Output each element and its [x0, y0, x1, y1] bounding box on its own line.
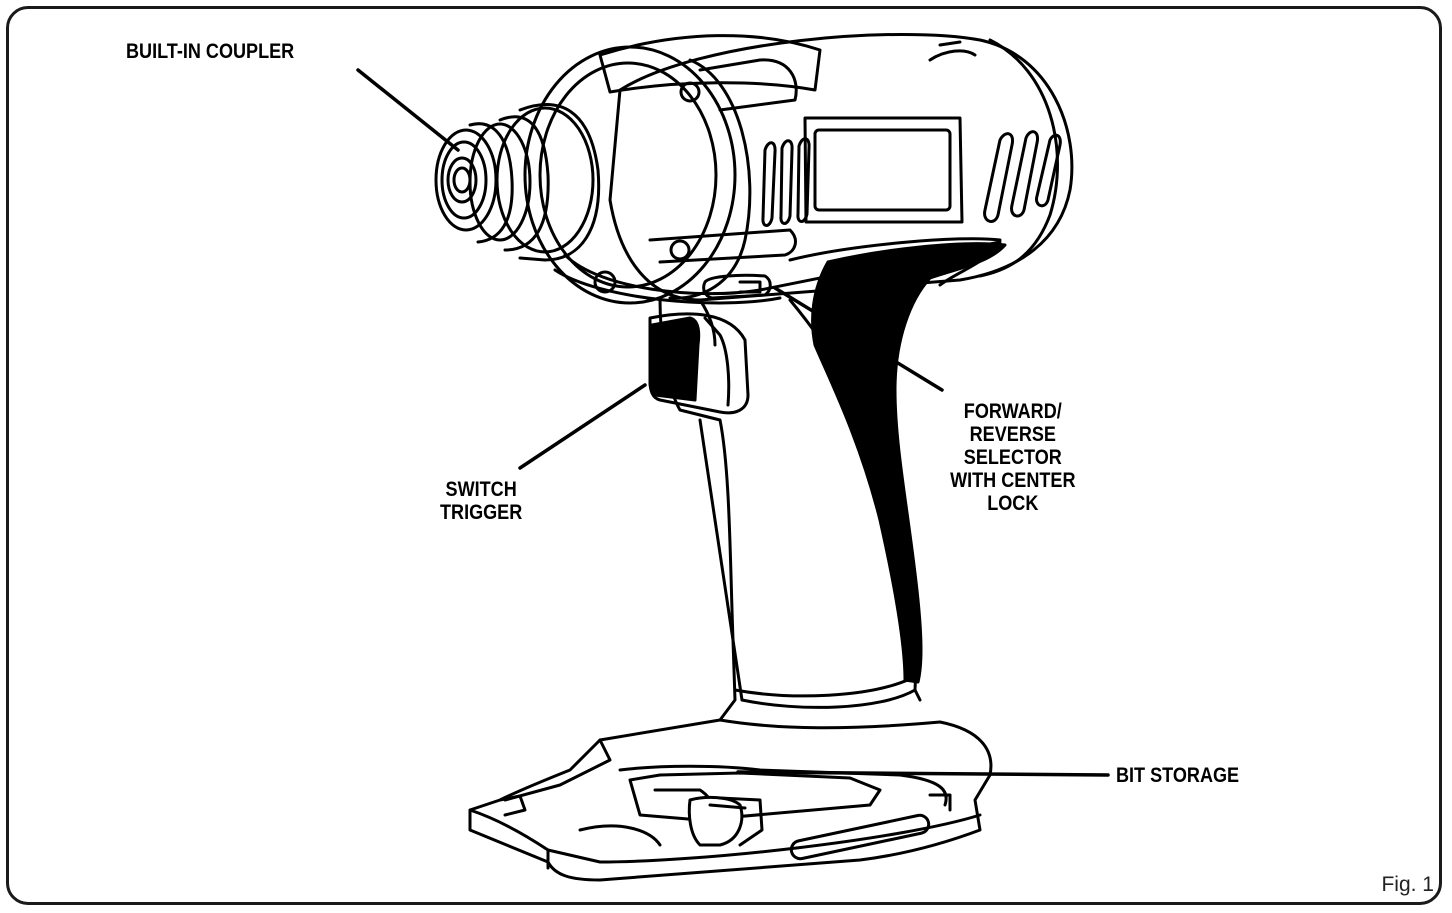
- label-selector-line-2: REVERSE: [969, 423, 1056, 446]
- figure-frame: [6, 6, 1442, 905]
- label-selector-line-3: SELECTOR: [963, 446, 1062, 469]
- leader-coupler: [356, 68, 460, 152]
- battery-base: [468, 718, 993, 882]
- grip-overmold: [811, 242, 1007, 684]
- leader-trigger: [518, 383, 647, 470]
- label-forward-reverse-selector: FORWARD/ REVERSE SELECTOR WITH CENTER LO…: [944, 400, 1082, 515]
- label-built-in-coupler: BUILT-IN COUPLER: [126, 40, 295, 63]
- gear-housing: [523, 45, 1002, 305]
- label-switch-trigger-line-2: TRIGGER: [440, 501, 523, 524]
- leader-bit-storage: [736, 770, 1110, 777]
- figure-number: Fig. 1: [1381, 873, 1434, 896]
- label-selector-line-4: WITH CENTER: [950, 469, 1076, 492]
- label-selector-line-1: FORWARD/: [963, 400, 1062, 423]
- label-switch-trigger-line-1: SWITCH: [445, 478, 517, 501]
- selector-shape: [702, 273, 772, 300]
- label-bit-storage: BIT STORAGE: [1116, 764, 1240, 787]
- trigger-shape: [648, 312, 750, 415]
- label-switch-trigger: SWITCH TRIGGER: [440, 478, 522, 524]
- leader-selector: [773, 286, 944, 392]
- coupler-nose: [434, 103, 601, 262]
- motor-housing: [598, 32, 1074, 302]
- label-selector-line-5: LOCK: [987, 492, 1039, 515]
